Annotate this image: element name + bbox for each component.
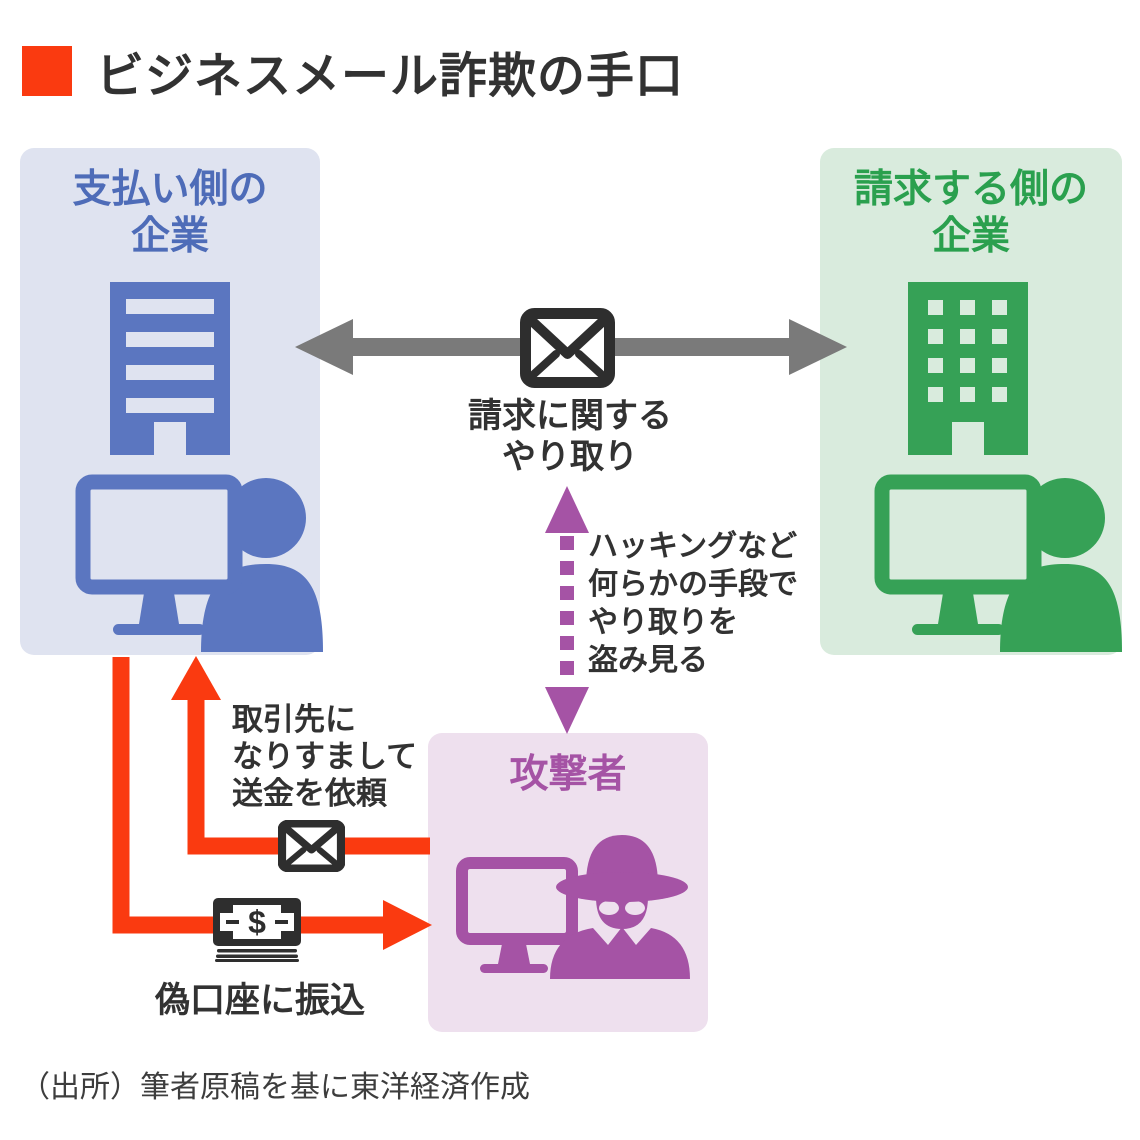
biller-label-line1: 請求する側の [853,168,1088,211]
biller-company-label: 請求する側の 企業 [820,148,1122,260]
impersonate-label-line1: 取引先に [232,702,356,737]
eavesdrop-label: ハッキングなど 何らかの手段で やり取りを 盗み見る [588,528,798,680]
attacker-spy-computer-icon [455,833,690,979]
biller-building-icon [908,282,1028,455]
source-attribution: （出所）筆者原稿を基に東洋経済作成 [20,1071,530,1104]
page-title: ビジネスメール詐欺の手口 [96,50,685,103]
eavesdrop-label-line4: 盗み見る [588,644,708,677]
eavesdrop-arrow [545,486,589,734]
impersonate-label-line3: 送金を依頼 [232,776,387,811]
exchange-mail-icon [520,308,615,388]
eavesdrop-label-line3: やり取りを [588,606,738,639]
payer-company-label: 支払い側の 企業 [20,148,320,260]
payer-label-line1: 支払い側の [72,168,268,211]
biller-label-line2: 企業 [931,215,1010,258]
impersonate-label: 取引先に なりすまして 送金を依頼 [232,701,417,812]
payer-label-line2: 企業 [130,215,209,258]
eavesdrop-label-line2: 何らかの手段で [588,568,798,601]
exchange-label-line2: やり取り [502,438,638,476]
page-title-row: ビジネスメール詐欺の手口 [22,36,684,106]
money-banknotes-icon: $ [213,898,301,962]
exchange-label-line1: 請求に関する [468,397,672,435]
impersonate-mail-icon [278,820,345,872]
title-bullet-square [22,46,72,96]
dollar-symbol: $ [248,904,266,940]
eavesdrop-label-line1: ハッキングなど [588,530,798,563]
payer-person-computer-icon [73,472,325,652]
payer-building-icon [110,282,230,455]
impersonate-label-line2: なりすまして [232,739,418,774]
attacker-label: 攻撃者 [509,753,627,796]
exchange-label: 請求に関する やり取り [420,396,720,478]
transfer-label: 偽口座に振込 [154,981,365,1020]
biller-person-computer-icon [872,472,1124,652]
